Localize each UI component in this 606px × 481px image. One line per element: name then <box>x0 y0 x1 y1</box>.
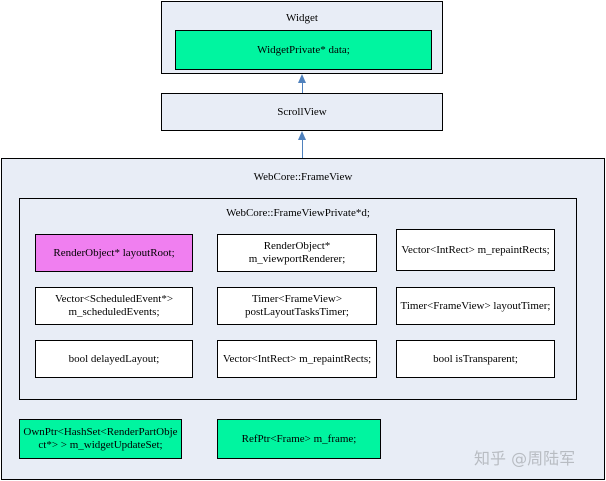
scheduled-events-label-line1: Vector<ScheduledEvent*> <box>54 293 174 305</box>
repaint-rects-label-2: Vector<IntRect> m_repaintRects; <box>222 352 372 365</box>
frameview-private-box: WebCore::FrameViewPrivate*d; RenderObjec… <box>19 198 577 400</box>
delayed-layout-member: bool delayedLayout; <box>35 340 193 378</box>
frame-member-label: RefPtr<Frame> m_frame; <box>241 432 357 445</box>
repaint-rects-member-2: Vector<IntRect> m_repaintRects; <box>217 340 377 378</box>
widget-private-member-label: WidgetPrivate* data; <box>257 43 350 56</box>
widget-update-set-label-line1: OwnPtr<HashSet<RenderPartObje <box>23 426 178 438</box>
viewport-renderer-label-line1: RenderObject* <box>263 240 331 252</box>
frameview-class-title: WebCore::FrameView <box>253 171 353 183</box>
inheritance-arrow-head-1 <box>298 74 306 83</box>
inheritance-arrow-line-2 <box>302 139 303 158</box>
widget-class-title: Widget <box>286 12 318 24</box>
delayed-layout-label: bool delayedLayout; <box>68 352 160 365</box>
scheduled-events-member: Vector<ScheduledEvent*> m_scheduledEvent… <box>35 287 193 325</box>
viewport-renderer-label-line2: m_viewportRenderer; <box>248 253 346 265</box>
is-transparent-member: bool isTransparent; <box>396 340 555 378</box>
post-layout-tasks-timer-label-line1: Timer<FrameView> <box>251 293 343 305</box>
widget-class-box: Widget WidgetPrivate* data; <box>161 1 443 74</box>
scheduled-events-label-line2: m_scheduledEvents; <box>68 306 160 318</box>
widget-private-member: WidgetPrivate* data; <box>175 30 432 70</box>
widget-update-set-member: OwnPtr<HashSet<RenderPartObje ct*> > m_w… <box>19 419 182 459</box>
zhihu-watermark: 知乎 @周陆军 <box>474 449 576 468</box>
frameview-class-box: WebCore::FrameView WebCore::FrameViewPri… <box>1 158 605 480</box>
layout-timer-label: Timer<FrameView> layoutTimer; <box>400 299 551 312</box>
layout-root-member: RenderObject* layoutRoot; <box>35 234 193 272</box>
is-transparent-label: bool isTransparent; <box>433 352 518 365</box>
post-layout-tasks-timer-member: Timer<FrameView> postLayoutTasksTimer; <box>217 287 377 325</box>
layout-timer-member: Timer<FrameView> layoutTimer; <box>396 287 555 325</box>
widget-update-set-label-line2: ct*> > m_widgetUpdateSet; <box>38 439 163 451</box>
viewport-renderer-member: RenderObject* m_viewportRenderer; <box>217 234 377 272</box>
scrollview-class-box: ScrollView <box>161 93 443 131</box>
inheritance-arrow-head-2 <box>298 131 306 140</box>
post-layout-tasks-timer-label-line2: postLayoutTasksTimer; <box>245 306 349 318</box>
layout-root-label: RenderObject* layoutRoot; <box>53 246 175 259</box>
frame-member: RefPtr<Frame> m_frame; <box>217 419 381 459</box>
scrollview-class-title: ScrollView <box>277 106 327 118</box>
inheritance-arrow-line-1 <box>302 82 303 93</box>
repaint-rects-label-1: Vector<IntRect> m_repaintRects; <box>401 243 550 256</box>
frameview-private-title: WebCore::FrameViewPrivate*d; <box>226 207 370 219</box>
repaint-rects-member-1: Vector<IntRect> m_repaintRects; <box>396 229 555 271</box>
